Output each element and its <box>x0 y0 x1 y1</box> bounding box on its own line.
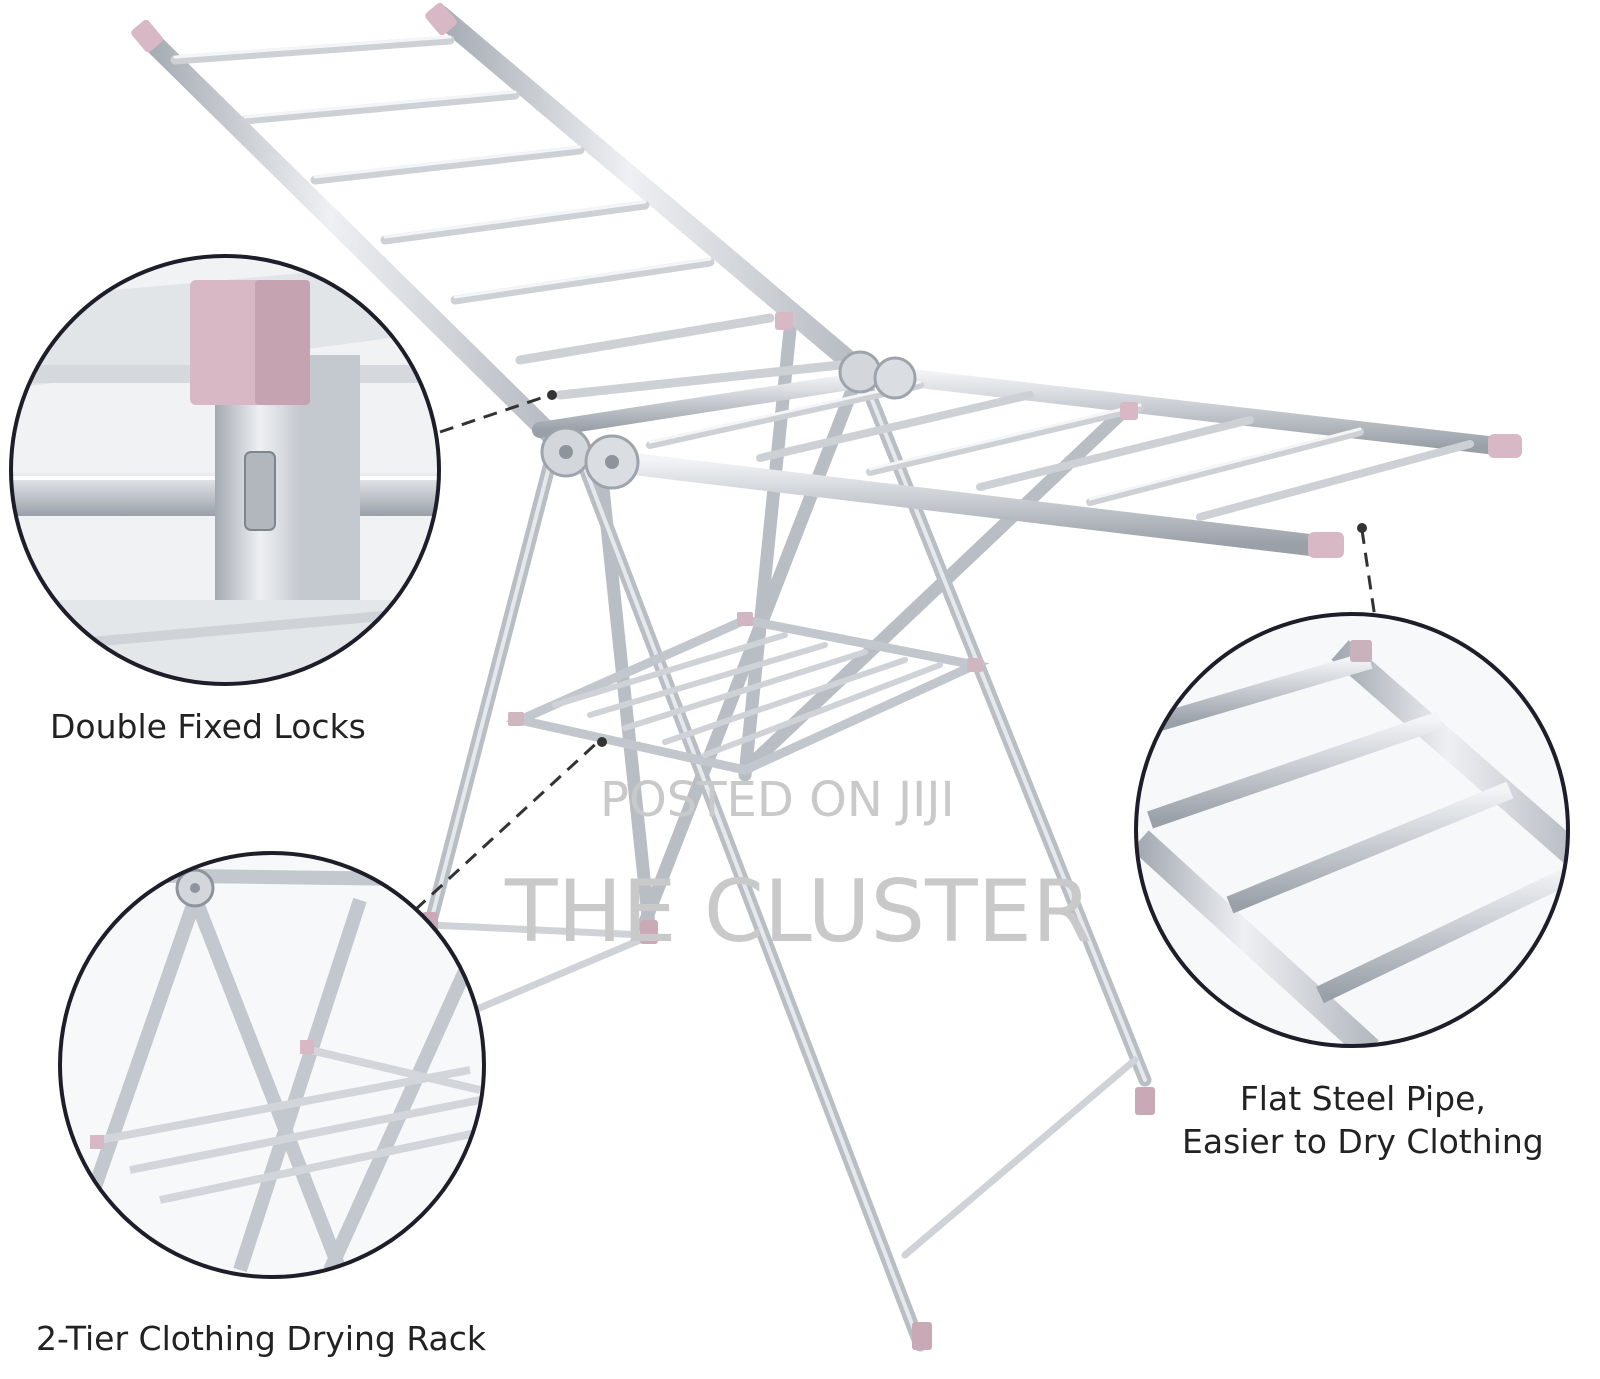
detail-circle-pipe <box>1134 612 1570 1048</box>
rack-feet <box>422 912 1155 1350</box>
watermark-posted-on: POSTED ON JIJI <box>600 772 955 828</box>
drying-rack <box>131 2 1522 1352</box>
detail-circle-locks <box>9 254 441 686</box>
lower-shelf <box>505 612 990 775</box>
caption-pipe-line1: Flat Steel Pipe, <box>1239 1079 1486 1118</box>
hinge-joints <box>540 312 917 490</box>
detail-circle-rack <box>58 851 486 1279</box>
right-wing <box>589 363 1522 558</box>
caption-flat-steel-pipe: Flat Steel Pipe, Easier to Dry Clothing <box>1182 1078 1544 1164</box>
caption-two-tier-rack: 2-Tier Clothing Drying Rack <box>36 1319 487 1358</box>
left-wing <box>131 2 870 450</box>
caption-double-fixed-locks: Double Fixed Locks <box>50 707 366 746</box>
leader-lines <box>413 393 1377 912</box>
caption-pipe-line2: Easier to Dry Clothing <box>1182 1121 1544 1161</box>
watermark-seller: THE CLUSTER <box>505 862 1092 962</box>
